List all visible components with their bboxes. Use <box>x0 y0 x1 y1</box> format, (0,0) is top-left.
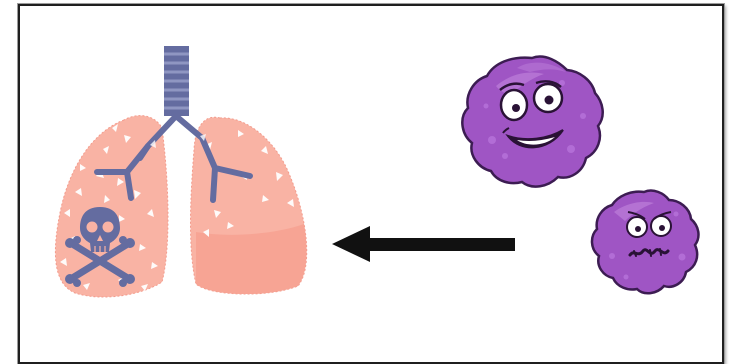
virus-large-icon <box>462 57 602 187</box>
virus-small-icon <box>592 191 699 294</box>
diagram-canvas <box>0 0 730 334</box>
lungs-icon <box>55 46 306 297</box>
diagram-frame <box>0 0 730 334</box>
arrow-left-icon <box>332 226 515 262</box>
